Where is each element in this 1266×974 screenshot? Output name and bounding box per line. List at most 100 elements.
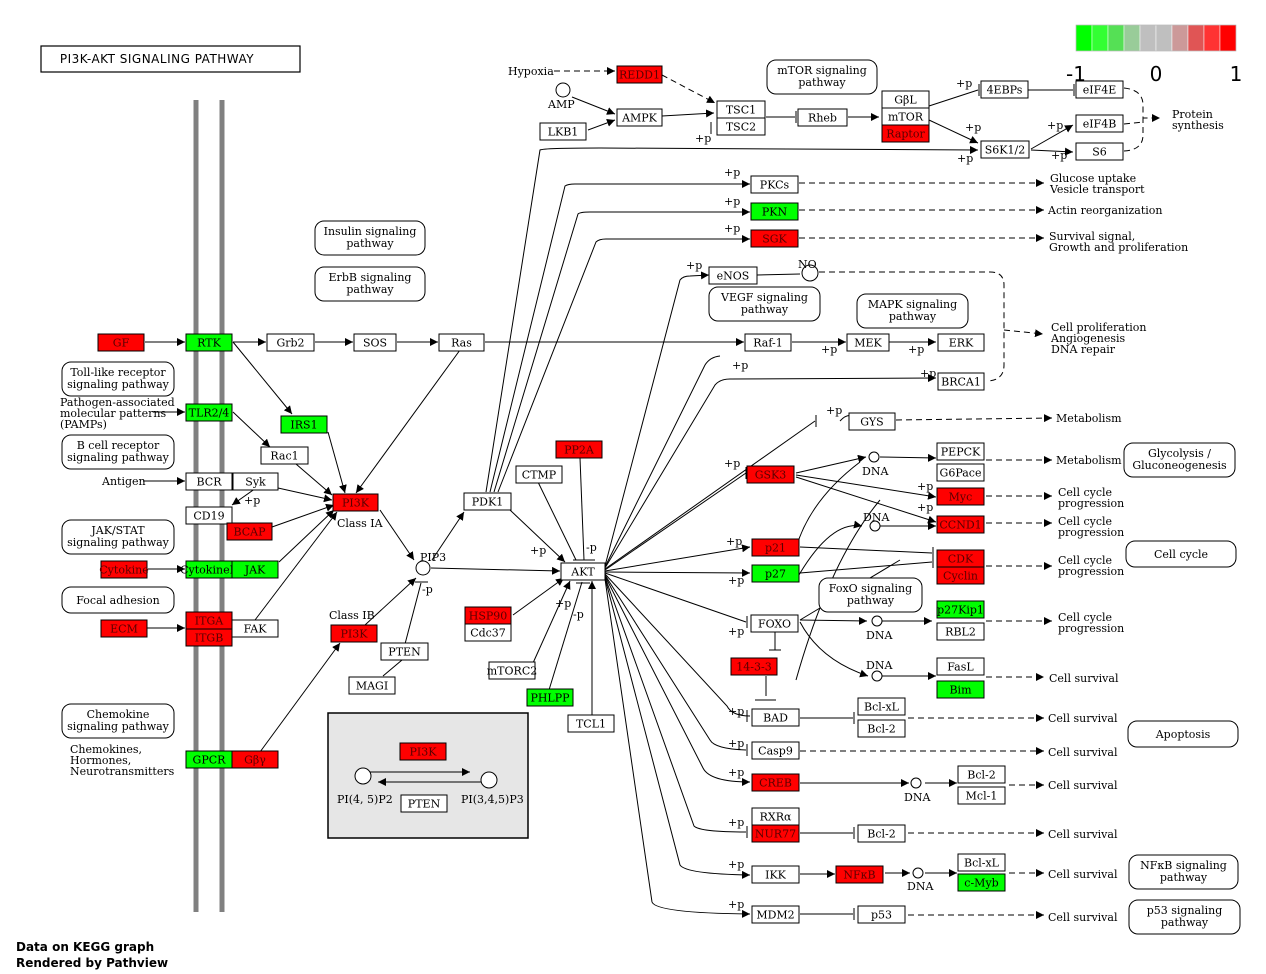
gene-raf1[interactable]: Raf-1: [744, 333, 792, 352]
gene-gsk3[interactable]: GSK3: [746, 465, 795, 484]
gene-fasl[interactable]: FasL: [936, 657, 985, 676]
pathway-link-focal[interactable]: Focal adhesion: [61, 586, 175, 614]
gene-ras[interactable]: Ras: [438, 333, 485, 352]
gene-jak[interactable]: JAK: [231, 560, 279, 579]
gene-rheb[interactable]: Rheb: [797, 108, 848, 127]
gene-rxra[interactable]: RXRα: [751, 807, 800, 826]
gene-rac1[interactable]: Rac1: [260, 446, 309, 465]
gene-itga[interactable]: ITGA: [185, 611, 233, 630]
gene-gf[interactable]: GF: [97, 333, 145, 352]
gene-pten1[interactable]: PTEN: [380, 642, 429, 661]
gene-bcr[interactable]: BCR: [185, 472, 233, 491]
gene-bcl2c[interactable]: Bcl-2: [857, 824, 906, 843]
pathway-link-cellcycle[interactable]: Cell cycle: [1125, 540, 1237, 568]
gene-fak[interactable]: FAK: [231, 619, 279, 638]
gene-nur77[interactable]: NUR77: [751, 824, 800, 843]
gene-pten2[interactable]: PTEN: [400, 794, 448, 813]
gene-cdk[interactable]: CDK: [936, 549, 985, 568]
gene-lkb1[interactable]: LKB1: [539, 122, 587, 141]
gene-cytokiner[interactable]: CytokineR: [180, 560, 239, 579]
gene-magi[interactable]: MAGI: [348, 676, 396, 695]
gene-pi3k1[interactable]: PI3K: [332, 493, 379, 512]
gene-phlpp[interactable]: PHLPP: [526, 688, 574, 707]
gene-bad[interactable]: BAD: [751, 708, 800, 727]
gene-tcl1[interactable]: TCL1: [567, 714, 615, 733]
gene-pi3k3[interactable]: PI3K: [399, 742, 447, 761]
gene-foxo[interactable]: FOXO: [750, 614, 799, 633]
gene-pkcs[interactable]: PKCs: [750, 175, 799, 194]
gene-ecm[interactable]: ECM: [100, 619, 148, 638]
gene-cd19[interactable]: CD19: [185, 506, 233, 525]
gene-p21[interactable]: p21: [751, 538, 800, 557]
gene-redd1[interactable]: REDD1: [616, 65, 663, 84]
gene-pdk1[interactable]: PDK1: [463, 492, 512, 511]
gene-bcap[interactable]: BCAP: [226, 522, 273, 541]
gene-gys[interactable]: GYS: [848, 412, 896, 431]
gene-cmyb[interactable]: c-Myb: [957, 873, 1006, 892]
gene-pi3k2[interactable]: PI3K: [330, 624, 378, 643]
gene-tsc2[interactable]: TSC2: [716, 117, 766, 136]
gene-gby[interactable]: Gβγ: [231, 750, 279, 769]
gene-rbl2[interactable]: RBL2: [936, 622, 985, 641]
gene-casp9[interactable]: Casp9: [751, 741, 800, 760]
gene-erk[interactable]: ERK: [937, 333, 985, 352]
gene-rtk[interactable]: RTK: [185, 333, 233, 352]
gene-g6pace[interactable]: G6Pace: [936, 463, 985, 482]
gene-pkn[interactable]: PKN: [750, 202, 799, 221]
gene-bim[interactable]: Bim: [936, 680, 985, 699]
gene-gpcr[interactable]: GPCR: [185, 750, 233, 769]
gene-1433[interactable]: 14-3-3: [730, 657, 778, 676]
gene-s6[interactable]: S6: [1075, 142, 1124, 161]
gene-enos[interactable]: eNOS: [708, 266, 758, 285]
gene-pepck[interactable]: PEPCK: [936, 442, 985, 461]
gene-brca1[interactable]: BRCA1: [937, 372, 985, 391]
gene-tlr[interactable]: TLR2/4: [185, 403, 233, 422]
gene-mek[interactable]: MEK: [846, 333, 890, 352]
gene-akt[interactable]: AKT: [560, 562, 606, 581]
gene-creb[interactable]: CREB: [751, 773, 800, 792]
gene-grb2[interactable]: Grb2: [266, 333, 315, 352]
gene-p27kip1[interactable]: p27Kip1: [936, 600, 985, 619]
gene-eif4b[interactable]: eIF4B: [1075, 114, 1124, 133]
pathway-link-glyco[interactable]: Glycolysis /Gluconeogenesis: [1123, 442, 1236, 478]
gene-myc[interactable]: Myc: [936, 487, 985, 506]
gene-syk[interactable]: Syk: [232, 472, 279, 491]
gene-4ebps[interactable]: 4EBPs: [980, 80, 1029, 99]
gene-irs1[interactable]: IRS1: [280, 415, 328, 434]
gene-cdc37[interactable]: Cdc37: [464, 623, 512, 642]
gene-ampk[interactable]: AMPK: [616, 108, 663, 127]
gene-bclxl1[interactable]: Bcl-xL: [857, 697, 906, 716]
gene-p53[interactable]: p53: [857, 905, 906, 924]
gene-bcl2b[interactable]: Bcl-2: [957, 765, 1006, 784]
gene-sgk[interactable]: SGK: [750, 229, 799, 248]
gene-raptor[interactable]: Raptor: [881, 124, 930, 143]
gene-mcl1[interactable]: Mcl-1: [957, 786, 1006, 805]
gene-ikk[interactable]: IKK: [751, 865, 800, 884]
gene-bcl2a[interactable]: Bcl-2: [857, 719, 906, 738]
pathway-link-apoptosis[interactable]: Apoptosis: [1127, 720, 1239, 748]
gene-s6k[interactable]: S6K1/2: [980, 140, 1030, 159]
gene-bclxl2[interactable]: Bcl-xL: [957, 853, 1006, 872]
gene-mtorc2[interactable]: mTORC2: [487, 661, 537, 680]
gene-ctmp[interactable]: CTMP: [515, 465, 563, 484]
gene-hsp90[interactable]: HSP90: [464, 606, 512, 625]
gene-ccnd1[interactable]: CCND1: [936, 515, 985, 534]
gene-cytokine[interactable]: Cytokine: [99, 560, 149, 579]
gene-mdm2[interactable]: MDM2: [751, 905, 800, 924]
gene-pp2a[interactable]: PP2A: [555, 440, 603, 459]
gene-eif4e[interactable]: eIF4E: [1075, 80, 1124, 99]
gene-itgb[interactable]: ITGB: [185, 628, 233, 647]
gene-cyclin[interactable]: Cyclin: [936, 566, 985, 585]
